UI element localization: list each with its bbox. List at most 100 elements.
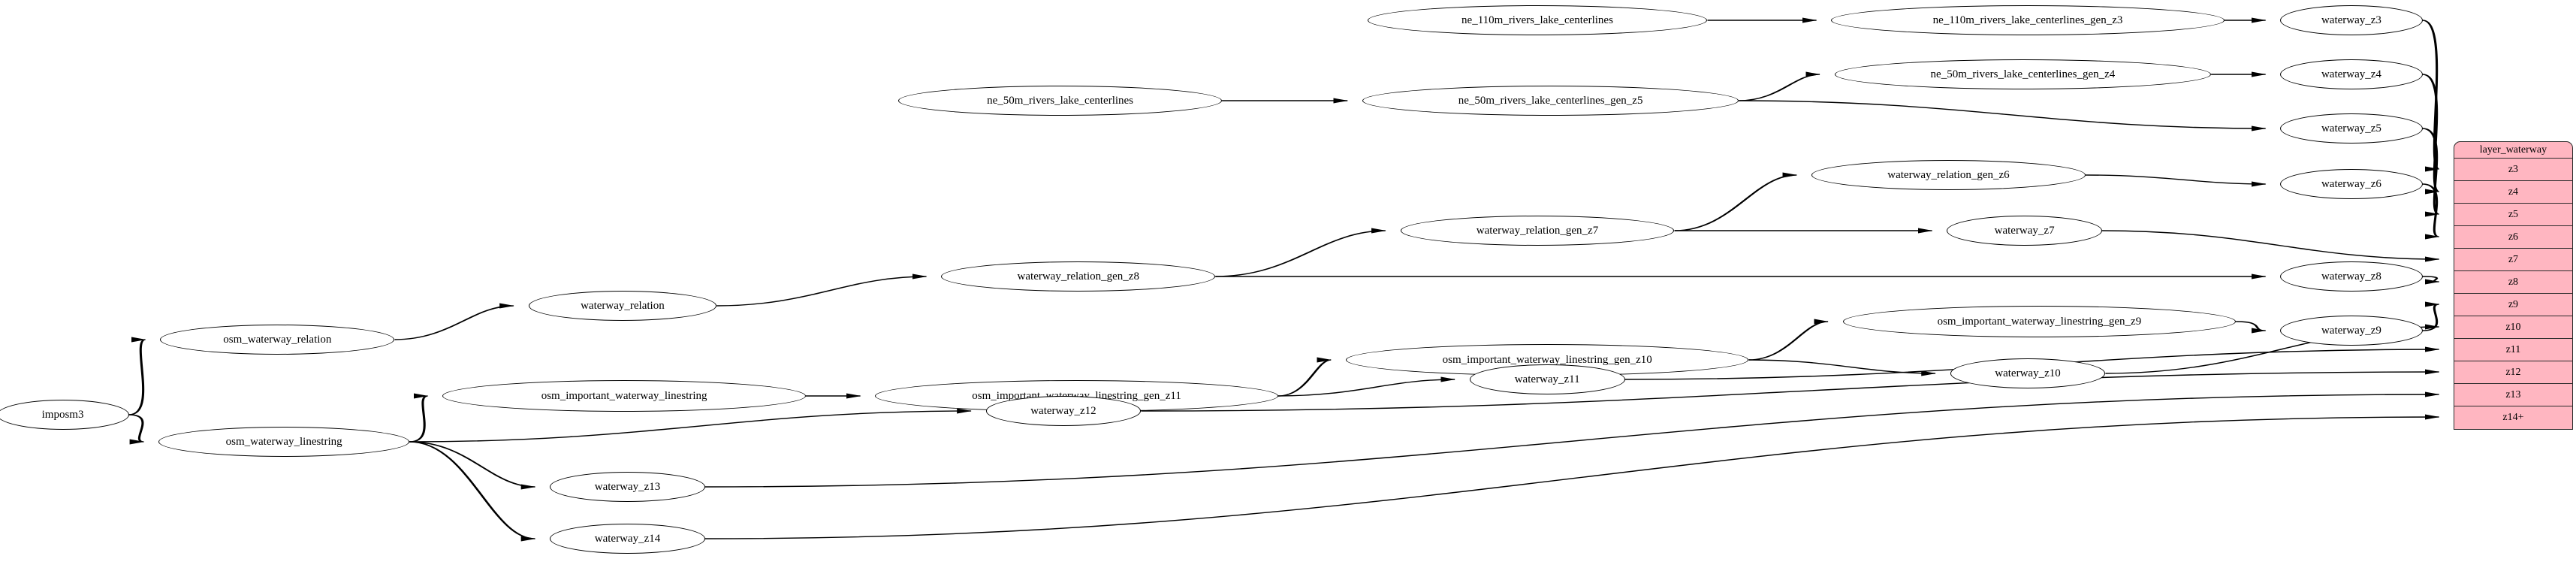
record-row-label: z8 bbox=[2508, 276, 2519, 288]
record-node-layer-waterway[interactable]: layer_waterway z3 z4 z5 z6 z7 z8 z9 z10 z11 z12 z13… bbox=[2454, 141, 2573, 430]
graph-node-imposm3[interactable]: imposm3 bbox=[0, 400, 129, 430]
graph-node-label: waterway_relation_gen_z8 bbox=[1017, 270, 1139, 282]
record-row-z3[interactable]: z3 bbox=[2454, 159, 2572, 181]
record-row-z10[interactable]: z10 bbox=[2454, 316, 2572, 339]
graph-node-waterway_relation[interactable]: waterway_relation bbox=[528, 291, 717, 321]
graph-edge-waterway_z3-to-layer_waterway-z3 bbox=[2421, 20, 2440, 172]
graph-edge-waterway_z8-to-layer_waterway-z8 bbox=[2422, 276, 2440, 285]
graph-edge-imposm3-to-osm_waterway_relation bbox=[128, 337, 146, 415]
graph-node-ne_110m_rivers_lake_centerlines_gen_z3[interactable]: ne_110m_rivers_lake_centerlines_gen_z3 bbox=[1831, 5, 2225, 35]
graph-node-label: waterway_z13 bbox=[594, 480, 661, 493]
record-row-label: z5 bbox=[2508, 208, 2519, 220]
graph-node-waterway_z8[interactable]: waterway_z8 bbox=[2280, 261, 2423, 292]
graph-node-label: waterway_z5 bbox=[2321, 122, 2381, 134]
record-row-label: z4 bbox=[2508, 186, 2519, 198]
graph-node-label: ne_110m_rivers_lake_centerlines bbox=[1461, 14, 1613, 26]
graph-node-osm_important_waterway_linestring_gen_z9[interactable]: osm_important_waterway_linestring_gen_z9 bbox=[1842, 306, 2237, 337]
graph-node-label: waterway_z14 bbox=[594, 532, 661, 545]
graph-edge-osm_important_waterway_linestring_gen_z11-to-osm_important_waterway_linestring_gen_z10 bbox=[1277, 357, 1332, 397]
graph-edge-osm_waterway_linestring-to-osm_important_waterway_linestring bbox=[409, 393, 429, 443]
graph-node-waterway_z14[interactable]: waterway_z14 bbox=[550, 524, 705, 554]
record-row-z5[interactable]: z5 bbox=[2454, 204, 2572, 226]
graph-node-waterway_z10[interactable]: waterway_z10 bbox=[1950, 358, 2106, 388]
graph-edge-osm_important_waterway_linestring_gen_z10-to-waterway_z10 bbox=[1748, 359, 1936, 376]
graph-node-waterway_z3[interactable]: waterway_z3 bbox=[2280, 5, 2423, 35]
graph-edge-waterway_z14-to-layer_waterway-z14+ bbox=[704, 414, 2440, 539]
graph-edge-osm_waterway_linestring-to-waterway_z12 bbox=[409, 408, 972, 443]
graph-node-ne_110m_rivers_lake_centerlines[interactable]: ne_110m_rivers_lake_centerlines bbox=[1367, 5, 1708, 35]
record-title: layer_waterway bbox=[2454, 142, 2572, 159]
graph-node-label: imposm3 bbox=[41, 408, 84, 421]
graph-node-osm_important_waterway_linestring_gen_z10[interactable]: osm_important_waterway_linestring_gen_z1… bbox=[1345, 344, 1749, 376]
graph-edge-waterway_z6-to-layer_waterway-z6 bbox=[2422, 183, 2440, 240]
graph-node-osm_waterway_relation[interactable]: osm_waterway_relation bbox=[160, 325, 395, 355]
record-row-label: z6 bbox=[2508, 231, 2519, 243]
graph-edge-waterway_relation-to-waterway_relation_gen_z8 bbox=[716, 273, 928, 307]
graph-node-label: waterway_z9 bbox=[2321, 324, 2381, 337]
graph-edge-waterway_relation_gen_z8-to-waterway_relation_gen_z7 bbox=[1215, 228, 1386, 277]
graph-node-waterway_z9[interactable]: waterway_z9 bbox=[2280, 316, 2423, 346]
graph-node-label: osm_waterway_relation bbox=[223, 333, 332, 346]
graph-node-label: waterway_z6 bbox=[2321, 177, 2381, 190]
graph-node-label: osm_important_waterway_linestring bbox=[541, 389, 707, 402]
graph-edge-waterway_relation_gen_z6-to-waterway_z6 bbox=[2085, 174, 2267, 187]
graph-node-label: waterway_z12 bbox=[1030, 404, 1096, 417]
graph-edge-osm_waterway_linestring-to-waterway_z13 bbox=[409, 441, 536, 490]
graph-node-label: osm_waterway_linestring bbox=[225, 435, 342, 448]
graph-edge-waterway_z5-to-layer_waterway-z5 bbox=[2421, 128, 2440, 217]
graph-node-ne_50m_rivers_lake_centerlines_gen_z5[interactable]: ne_50m_rivers_lake_centerlines_gen_z5 bbox=[1362, 86, 1739, 116]
record-row-z12[interactable]: z12 bbox=[2454, 361, 2572, 384]
record-row-z11[interactable]: z11 bbox=[2454, 339, 2572, 361]
graph-node-osm_waterway_linestring[interactable]: osm_waterway_linestring bbox=[158, 427, 410, 457]
record-row-z14plus[interactable]: z14+ bbox=[2454, 406, 2571, 429]
graph-edge-osm_important_waterway_linestring_gen_z11-to-waterway_z11 bbox=[1277, 376, 1456, 397]
record-row-label: z12 bbox=[2505, 366, 2521, 378]
graph-node-label: waterway_z8 bbox=[2321, 270, 2381, 282]
graph-edge-waterway_relation_gen_z7-to-waterway_relation_gen_z6 bbox=[1674, 172, 1798, 231]
graph-edge-ne_50m_rivers_lake_centerlines_gen_z5-to-waterway_z5 bbox=[1739, 100, 2267, 131]
graph-node-waterway_z6[interactable]: waterway_z6 bbox=[2280, 169, 2423, 199]
graph-node-waterway_z13[interactable]: waterway_z13 bbox=[550, 472, 705, 502]
graph-node-ne_50m_rivers_lake_centerlines_gen_z4[interactable]: ne_50m_rivers_lake_centerlines_gen_z4 bbox=[1834, 59, 2212, 89]
graph-node-label: ne_50m_rivers_lake_centerlines_gen_z4 bbox=[1930, 68, 2116, 80]
record-row-label: z10 bbox=[2505, 321, 2521, 333]
record-row-z8[interactable]: z8 bbox=[2454, 271, 2572, 294]
graph-node-label: waterway_z7 bbox=[1994, 224, 2055, 237]
graph-node-label: ne_110m_rivers_lake_centerlines_gen_z3 bbox=[1932, 14, 2123, 26]
record-row-z7[interactable]: z7 bbox=[2454, 249, 2572, 271]
record-row-label: z9 bbox=[2508, 298, 2519, 310]
graph-edge-osm_waterway_linestring-to-waterway_z14 bbox=[409, 441, 536, 542]
graph-node-ne_50m_rivers_lake_centerlines[interactable]: ne_50m_rivers_lake_centerlines bbox=[898, 86, 1223, 116]
graph-node-label: waterway_z4 bbox=[2321, 68, 2381, 80]
graph-node-label: ne_50m_rivers_lake_centerlines_gen_z5 bbox=[1458, 94, 1643, 107]
graph-edge-imposm3-to-osm_waterway_linestring bbox=[128, 414, 145, 445]
graph-node-label: waterway_relation_gen_z7 bbox=[1476, 224, 1599, 237]
graph-node-waterway_relation_gen_z7[interactable]: waterway_relation_gen_z7 bbox=[1400, 216, 1675, 246]
graph-node-label: ne_50m_rivers_lake_centerlines bbox=[987, 94, 1134, 107]
graph-edge-waterway_z7-to-layer_waterway-z7 bbox=[2101, 230, 2440, 262]
record-row-z6[interactable]: z6 bbox=[2454, 226, 2572, 249]
graph-node-waterway_z12[interactable]: waterway_z12 bbox=[985, 396, 1142, 426]
graph-edge-waterway_z12-to-layer_waterway-z12 bbox=[1141, 369, 2440, 412]
graph-node-waterway_z11[interactable]: waterway_z11 bbox=[1469, 364, 1625, 394]
record-row-z4[interactable]: z4 bbox=[2454, 181, 2572, 204]
graph-node-waterway_z7[interactable]: waterway_z7 bbox=[1947, 216, 2102, 246]
graph-node-waterway_z4[interactable]: waterway_z4 bbox=[2280, 59, 2423, 89]
graph-node-label: osm_important_waterway_linestring_gen_z1… bbox=[1442, 353, 1652, 366]
record-row-label: z7 bbox=[2508, 253, 2519, 265]
record-row-label: z13 bbox=[2505, 388, 2521, 400]
graph-node-label: waterway_relation bbox=[581, 299, 665, 312]
graph-edge-waterway_z4-to-layer_waterway-z4 bbox=[2421, 74, 2440, 195]
graph-node-label: waterway_z3 bbox=[2321, 14, 2381, 26]
graph-node-osm_important_waterway_linestring[interactable]: osm_important_waterway_linestring bbox=[442, 380, 806, 412]
record-row-z13[interactable]: z13 bbox=[2454, 384, 2572, 406]
graph-node-waterway_relation_gen_z6[interactable]: waterway_relation_gen_z6 bbox=[1811, 160, 2086, 190]
record-row-label: z14+ bbox=[2502, 412, 2524, 423]
graph-node-waterway_relation_gen_z8[interactable]: waterway_relation_gen_z8 bbox=[941, 261, 1216, 292]
graph-node-label: waterway_z10 bbox=[1995, 367, 2061, 379]
record-row-z9[interactable]: z9 bbox=[2454, 294, 2572, 316]
graph-node-waterway_z5[interactable]: waterway_z5 bbox=[2280, 113, 2423, 144]
record-row-label: z3 bbox=[2508, 163, 2519, 175]
